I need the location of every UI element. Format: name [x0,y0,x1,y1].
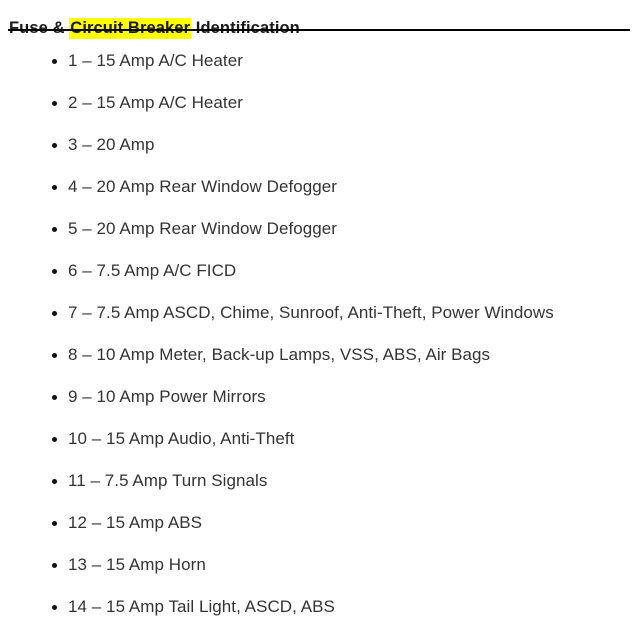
list-item-label: 3 – 20 Amp [68,135,155,154]
list-item: 9 – 10 Amp Power Mirrors [0,376,636,418]
bullet-icon [52,311,57,316]
list-item: 6 – 7.5 Amp A/C FICD [0,250,636,292]
list-item-label: 14 – 15 Amp Tail Light, ASCD, ABS [68,597,335,616]
list-item: 12 – 15 Amp ABS [0,502,636,544]
page-title: Fuse & Circuit Breaker Identification [9,17,300,39]
list-item: 7 – 7.5 Amp ASCD, Chime, Sunroof, Anti-T… [0,292,636,334]
list-item-label: 6 – 7.5 Amp A/C FICD [68,261,237,280]
bullet-icon [52,437,57,442]
bullet-icon [52,269,57,274]
bullet-icon [52,143,57,148]
list-item-label: 2 – 15 Amp A/C Heater [68,93,243,112]
list-item: 13 – 15 Amp Horn [0,544,636,586]
page-title-suffix: Identification [191,18,300,37]
list-item-label: 9 – 10 Amp Power Mirrors [68,387,266,406]
list-item-label: 1 – 15 Amp A/C Heater [68,51,243,70]
list-item-label: 11 – 7.5 Amp Turn Signals [68,471,268,490]
list-item: 10 – 15 Amp Audio, Anti-Theft [0,418,636,460]
fuse-list: 1 – 15 Amp A/C Heater 2 – 15 Amp A/C Heat… [0,40,636,628]
list-item: 1 – 15 Amp A/C Heater [0,40,636,82]
bullet-icon [52,563,57,568]
bullet-icon [52,353,57,358]
bullet-icon [52,59,57,64]
list-item: 8 – 10 Amp Meter, Back-up Lamps, VSS, AB… [0,334,636,376]
heading-divider [8,29,630,31]
bullet-icon [52,185,57,190]
bullet-icon [52,227,57,232]
bullet-icon [52,479,57,484]
list-item-label: 7 – 7.5 Amp ASCD, Chime, Sunroof, Anti-T… [68,303,554,322]
list-item: 4 – 20 Amp Rear Window Defogger [0,166,636,208]
list-item-label: 10 – 15 Amp Audio, Anti-Theft [68,429,295,448]
bullet-icon [52,605,57,610]
list-item: 11 – 7.5 Amp Turn Signals [0,460,636,502]
bullet-icon [52,521,57,526]
list-item-label: 4 – 20 Amp Rear Window Defogger [68,177,337,196]
page-title-highlighted-text: Circuit Breaker [69,17,192,39]
bullet-icon [52,101,57,106]
list-item-label: 13 – 15 Amp Horn [68,555,206,574]
list-item: 5 – 20 Amp Rear Window Defogger [0,208,636,250]
list-item: 2 – 15 Amp A/C Heater [0,82,636,124]
bullet-icon [52,395,57,400]
list-item-label: 5 – 20 Amp Rear Window Defogger [68,219,337,238]
page-title-prefix: Fuse & [9,18,70,37]
list-item: 3 – 20 Amp [0,124,636,166]
list-item-label: 12 – 15 Amp ABS [68,513,203,532]
list-item-label: 8 – 10 Amp Meter, Back-up Lamps, VSS, AB… [68,345,491,364]
list-item: 14 – 15 Amp Tail Light, ASCD, ABS [0,586,636,628]
